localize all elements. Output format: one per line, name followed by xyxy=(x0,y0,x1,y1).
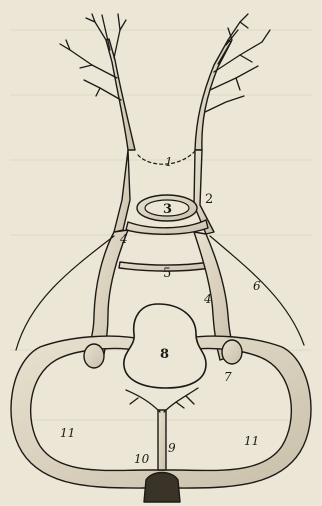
label-1: 1 xyxy=(165,155,173,169)
label-6: 6 xyxy=(253,279,261,293)
right-knob xyxy=(222,340,242,364)
left-stem xyxy=(114,150,130,232)
left-knob xyxy=(84,344,104,368)
label-5: 5 xyxy=(163,266,171,281)
label-2: 2 xyxy=(205,192,213,207)
label-8: 8 xyxy=(160,347,169,362)
label-11-left: 11 xyxy=(60,426,75,440)
label-4-right: 4 xyxy=(203,292,212,306)
label-4-left: 4 xyxy=(119,232,128,246)
lower-vessel-9 xyxy=(158,410,166,470)
label-3: 3 xyxy=(163,202,172,217)
base-node xyxy=(144,473,180,503)
lower-branches xyxy=(126,388,198,412)
label-7: 7 xyxy=(224,370,232,384)
label-9: 9 xyxy=(168,441,176,455)
label-10: 10 xyxy=(134,452,150,466)
central-body xyxy=(124,304,206,388)
label-11-right: 11 xyxy=(244,434,259,448)
